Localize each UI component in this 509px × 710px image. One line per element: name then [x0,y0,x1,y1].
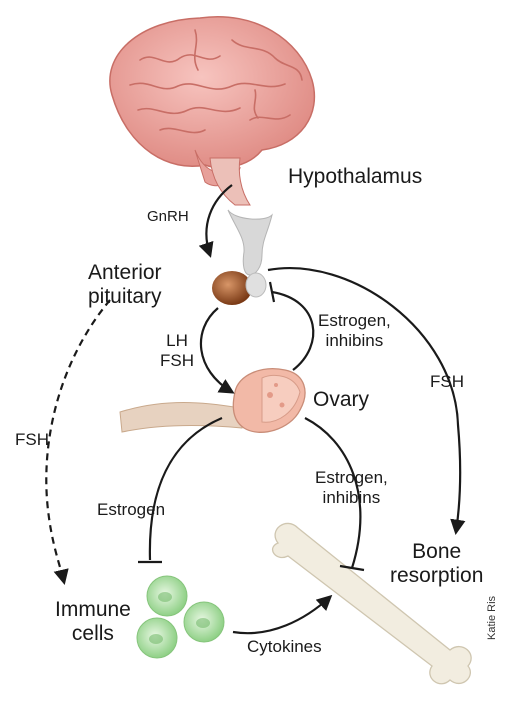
ovary-label: Ovary [313,388,369,412]
estrogen-inhibins-mid-line-2: inhibins [315,488,388,508]
pituitary-icon [212,271,266,305]
bone-resorption-line-2: resorption [390,564,483,588]
anterior-pituitary-line-1: Anterior [88,261,162,285]
brain-icon [110,17,315,205]
immune-cells-line-2: cells [55,622,131,646]
gnrh-label: GnRH [147,208,189,225]
estrogen-inhibins-top-line-1: Estrogen, [318,311,391,331]
estrogen-inhibins-mid-line-1: Estrogen, [315,468,388,488]
estrogen-inhibins-top-line-2: inhibins [318,331,391,351]
fsh-immune-arrow [46,300,110,582]
immune-cells-label: Immune cells [55,598,131,646]
bone-resorption-line-1: Bone [390,540,483,564]
cytokines-label: Cytokines [247,637,322,657]
illustrator-credit: Katie Ris [486,596,498,640]
estrogen-inhibins-mid-label: Estrogen, inhibins [315,468,388,507]
lh-label: LH [160,331,194,351]
cytokines-arrow [233,597,330,633]
lh-fsh-label: LH FSH [160,331,194,370]
estrogen-immune-inhibit [150,418,222,560]
anterior-pituitary-line-2: pituitary [88,285,162,309]
immune-cells-line-1: Immune [55,598,131,622]
estrogen-inhibins-top-label: Estrogen, inhibins [318,311,391,350]
anterior-pituitary-label: Anterior pituitary [88,261,162,309]
immune-cells-icon [137,576,224,658]
fsh-right-label: FSH [430,372,464,392]
fsh-ovary-label: FSH [160,351,194,371]
ovary-icon [233,369,305,433]
lh-fsh-arrow [201,308,232,392]
hypothalamus-icon [228,210,272,275]
estrogen-left-label: Estrogen [97,500,165,520]
fsh-left-label: FSH [15,430,49,450]
bone-resorption-label: Bone resorption [390,540,483,588]
hypothalamus-label: Hypothalamus [288,165,422,189]
estrogen-inhibins-feedback [272,292,313,370]
fallopian-tube-icon [120,403,242,433]
